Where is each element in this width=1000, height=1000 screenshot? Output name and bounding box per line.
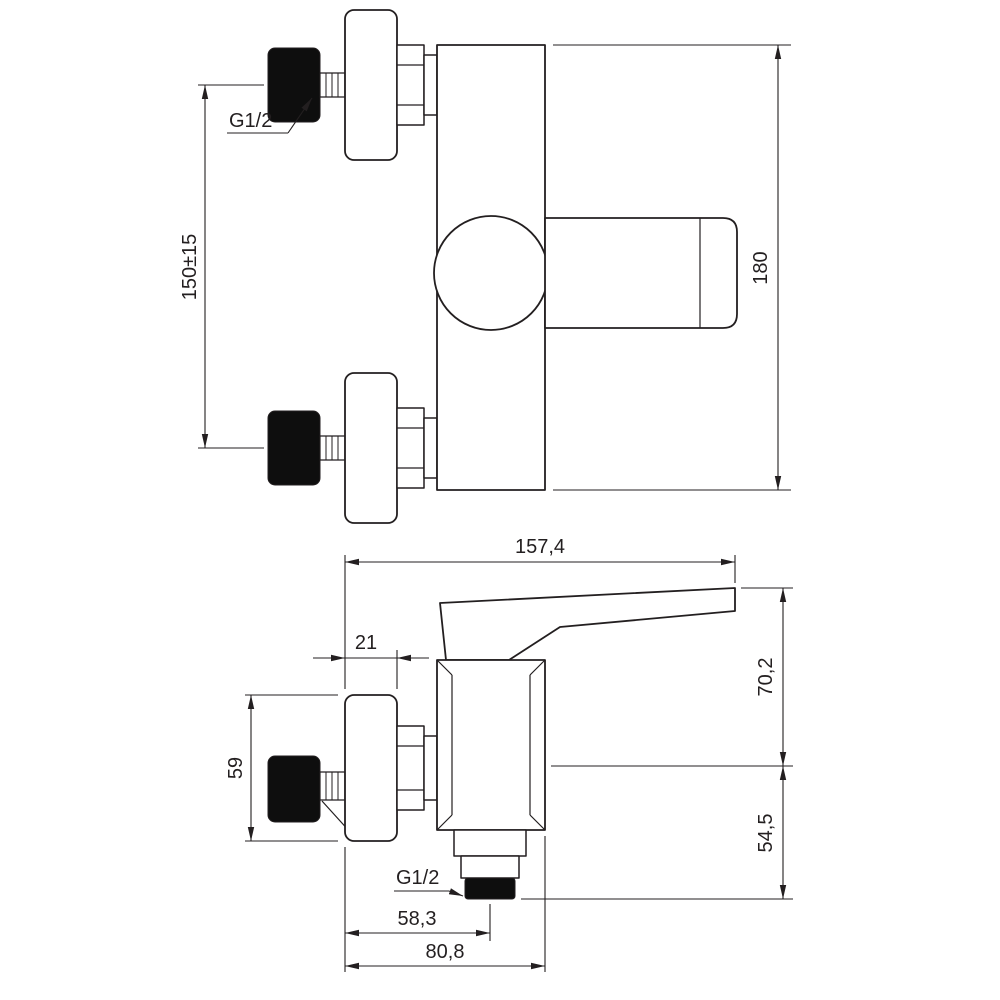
spout-center-depth-label: 58,3 [398, 908, 437, 930]
bottom-hex-nut-facets [397, 427, 424, 469]
top-knurled-nut [267, 47, 321, 123]
hex-nut-side-facets [397, 745, 424, 791]
front-view: G1/2 150±15 180 [179, 9, 791, 524]
outlet-lower [460, 855, 520, 879]
bottom-wall-flange [344, 372, 398, 524]
faucet-body-side [436, 659, 546, 831]
thread-label-top: G1/2 [229, 110, 272, 132]
bottom-thread-lines [325, 436, 339, 460]
body-side-chamfers [436, 659, 546, 831]
dim-body-front-depth: 80,8 [345, 836, 546, 972]
escutcheon-depth-label: 21 [355, 632, 377, 654]
outlet-upper [453, 829, 527, 857]
handle-front [544, 217, 738, 329]
height-below-axis-label: 54,5 [755, 814, 777, 853]
dim-escutcheon-diameter: 59 [225, 694, 338, 842]
escutcheon-diameter-label: 59 [225, 757, 247, 779]
knurled-nut-side [267, 755, 321, 823]
overall-depth-label: 157,4 [515, 536, 565, 558]
hole-distance-label: 150±15 [179, 234, 201, 301]
top-hex-nut-facets [397, 64, 424, 106]
height-above-axis-label: 70,2 [755, 658, 777, 697]
lever-side [439, 587, 736, 661]
top-adapter [423, 54, 438, 116]
adapter-side [423, 735, 438, 801]
bottom-knurled-nut [267, 410, 321, 486]
dim-hole-distance: 150±15 [179, 84, 264, 449]
overall-height-label: 180 [750, 251, 772, 284]
top-thread-lines [325, 73, 339, 97]
dim-thread-top: G1/2 [227, 97, 313, 134]
dim-overall-depth: 157,4 [344, 536, 736, 689]
outlet-thread-tip [464, 877, 516, 900]
body-side-edge-lines [451, 675, 531, 815]
wall-flange-side [344, 694, 398, 842]
thread-leader-arrow [287, 97, 313, 134]
side-view: 157,4 21 59 70,2 54,5 [225, 536, 793, 972]
body-front-depth-label: 80,8 [426, 941, 465, 963]
bottom-hex-nut [396, 407, 425, 489]
dim-height-above-axis: 70,2 [551, 587, 793, 767]
top-wall-flange [344, 9, 398, 161]
cartridge-escutcheon-circle [433, 215, 549, 331]
dim-height-below-axis: 54,5 [521, 766, 793, 900]
bottom-adapter [423, 417, 438, 479]
dim-overall-height: 180 [553, 44, 791, 491]
top-hex-nut [396, 44, 425, 126]
dim-spout-center-depth: 58,3 [344, 847, 491, 972]
thread-label-outlet: G1/2 [396, 867, 439, 889]
hex-nut-side [396, 725, 425, 811]
dim-escutcheon-depth: 21 [313, 632, 429, 689]
thread-lines-side [325, 772, 339, 800]
thread-leader-arrow [448, 888, 464, 897]
dim-thread-outlet: G1/2 [394, 867, 464, 897]
